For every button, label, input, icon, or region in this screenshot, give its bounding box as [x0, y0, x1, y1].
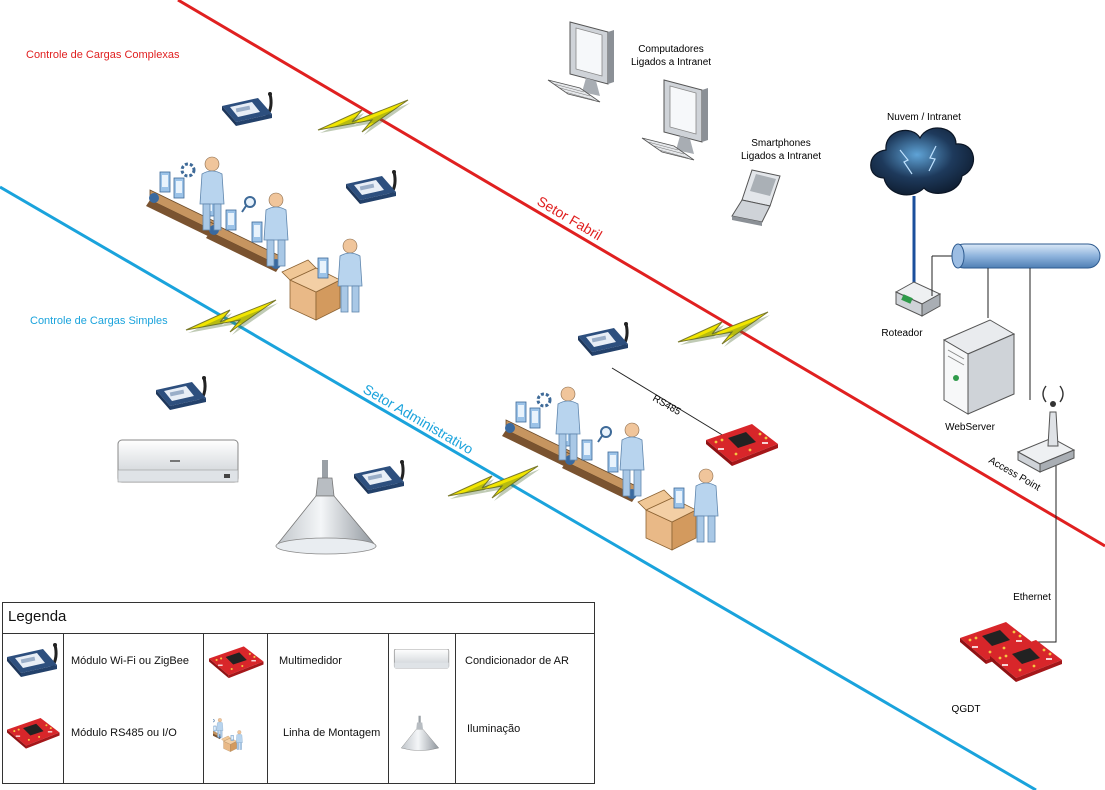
factory-sector-line [177, 0, 1105, 548]
network-bus-icon [951, 243, 1101, 269]
legend-label: Multimedidor [279, 655, 342, 667]
air-conditioner-icon [393, 649, 450, 669]
wifi-module-icon [220, 90, 274, 128]
wifi-module-icon [154, 374, 208, 412]
computers-sublabel: Ligados a Intranet [631, 57, 711, 68]
qgdt-label: QGDT [952, 704, 981, 715]
cloud-icon [870, 127, 975, 196]
rs485-module-icon [7, 717, 60, 749]
smartphones-label: Smartphones [751, 138, 810, 149]
smartphone-icon [731, 169, 781, 226]
computers-label: Computadores [638, 44, 704, 55]
lighting-icon [400, 715, 440, 751]
access-point-icon [1016, 385, 1076, 473]
legend-label: Iluminação [467, 723, 521, 735]
webserver-label: WebServer [945, 422, 996, 433]
legend-title: Legenda [8, 608, 67, 625]
legend: Legenda Módulo Wi-Fi ou ZigBee Multimedi… [2, 602, 595, 784]
admin-sector-line [0, 185, 1037, 790]
admin-sector-label: Setor Administrativo [360, 381, 476, 458]
assembly-line-icon [213, 707, 263, 753]
lightning-icon [447, 465, 541, 502]
router-icon [894, 281, 942, 317]
cloud-label: Nuvem / Intranet [887, 112, 961, 123]
wifi-module-icon [344, 168, 398, 206]
legend-label: Condicionador de AR [465, 655, 569, 667]
wifi-module-icon [576, 320, 630, 358]
factory-sector-label: Setor Fabril [534, 193, 604, 244]
assembly-line-icon [146, 157, 362, 320]
multimeter-icon [209, 646, 264, 679]
rs485-label: RS485 [651, 393, 683, 418]
wifi-module-icon [352, 458, 406, 496]
computer-icon [641, 79, 709, 161]
router-label: Roteador [881, 328, 923, 339]
ethernet-label: Ethernet [1013, 592, 1051, 603]
lighting-icon [275, 460, 377, 555]
wifi-module-icon [7, 643, 59, 679]
legend-label: Módulo RS485 ou I/O [71, 727, 177, 739]
multimeter-icon [706, 424, 778, 466]
simple-loads-label: Controle de Cargas Simples [30, 315, 168, 327]
webserver-icon [942, 319, 1016, 415]
legend-label: Linha de Montagem [283, 727, 381, 739]
computer-icon [547, 21, 615, 103]
air-conditioner-icon [117, 439, 239, 483]
lightning-icon [185, 299, 279, 336]
complex-loads-label: Controle de Cargas Complexas [26, 49, 180, 61]
legend-label: Módulo Wi-Fi ou ZigBee [71, 655, 189, 667]
smartphones-sublabel: Ligados a Intranet [741, 151, 821, 162]
